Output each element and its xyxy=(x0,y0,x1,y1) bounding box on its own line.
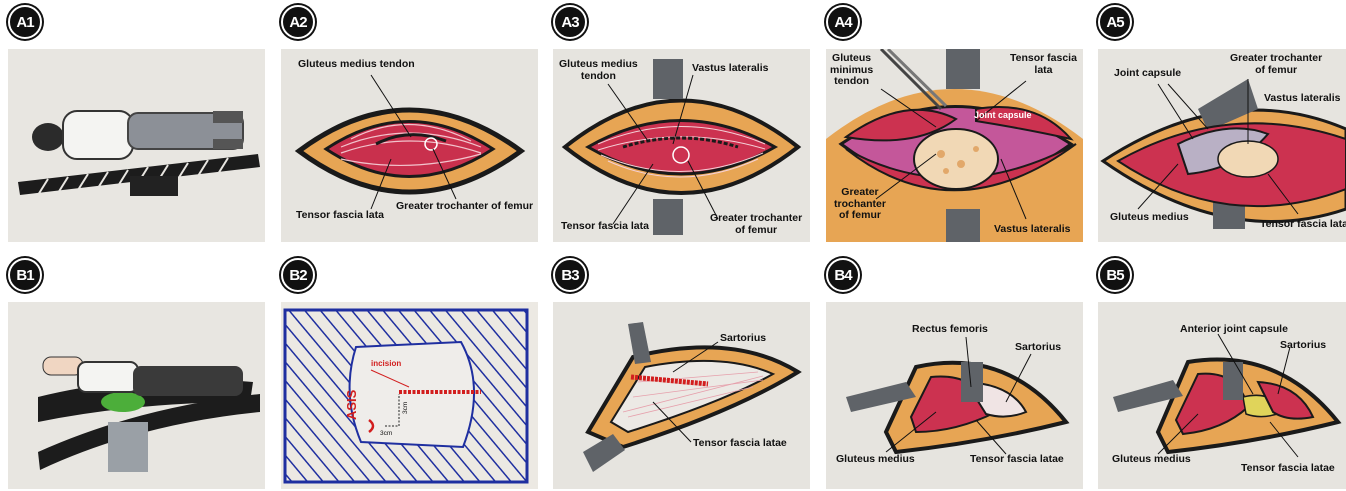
label-gluteus-medius-tendon: Gluteus medius tendon xyxy=(298,59,415,71)
lateral-decubitus-drawing xyxy=(8,49,265,242)
label-line: of femur xyxy=(735,224,777,236)
label-3cm-horizontal: 3cm xyxy=(380,430,392,437)
label-line: tendon xyxy=(581,70,616,82)
label-joint-capsule: Joint capsule xyxy=(1114,68,1181,80)
panel-badge: A3 xyxy=(553,5,587,39)
panel-badge: B3 xyxy=(553,258,587,292)
label-vastus-lateralis: Vastus lateralis xyxy=(692,63,768,75)
label-3cm-vertical: 3cm xyxy=(402,402,409,414)
label-sartorius: Sartorius xyxy=(1280,340,1326,352)
surgical-site-illustration: Gluteus medius tendon Tensor fascia lata… xyxy=(281,49,538,242)
label-asis: ASIS xyxy=(345,390,359,420)
label-joint-capsule: Joint capsule xyxy=(974,111,1032,121)
panel-badge: A4 xyxy=(826,5,860,39)
label-anterior-joint-capsule: Anterior joint capsule xyxy=(1180,324,1288,336)
surgical-drape-illustration: incision ASIS 3cm 3cm xyxy=(281,302,538,489)
label-incision: incision xyxy=(371,360,401,369)
label-tensor-fascia-lata: Tensor fascia lata xyxy=(296,210,384,222)
label-sartorius: Sartorius xyxy=(1015,342,1061,354)
label-line: Tensor fascia xyxy=(1010,52,1077,64)
label-vastus-lateralis: Vastus lateralis xyxy=(1264,93,1340,105)
label-tensor-fascia-lata: Tensor fascia lata xyxy=(1260,219,1346,231)
surgical-site-illustration: Sartorius Tensor fascia latae xyxy=(553,302,810,489)
panel-badge: B1 xyxy=(8,258,42,292)
panel-badge: B5 xyxy=(1098,258,1132,292)
label-line: Greater trochanter xyxy=(710,212,802,224)
label-line: Gluteus xyxy=(832,52,871,64)
label-gluteus-medius: Gluteus medius xyxy=(836,454,915,466)
label-line: Gluteus medius xyxy=(559,58,638,70)
panel-badge: A2 xyxy=(281,5,315,39)
label-line: trochanter xyxy=(834,198,886,210)
label-tensor-fascia-latae: Tensor fascia latae xyxy=(693,438,787,450)
label-line: Greater trochanter xyxy=(1230,52,1322,64)
label-line: of femur xyxy=(1255,64,1297,76)
label-greater-trochanter: Greater trochanter of femur xyxy=(396,201,533,213)
patient-position-illustration xyxy=(8,302,265,489)
label-line: minimus xyxy=(830,64,873,76)
label-sartorius: Sartorius xyxy=(720,333,766,345)
label-vastus-lateralis: Vastus lateralis xyxy=(994,224,1070,236)
label-line: Greater xyxy=(841,186,878,198)
label-tensor-fascia-latae: Tensor fascia latae xyxy=(970,454,1064,466)
label-line: lata xyxy=(1034,64,1052,76)
supine-position-drawing xyxy=(8,302,265,489)
label-tensor-fascia-lata: Tensor fascia lata xyxy=(561,221,649,233)
incision-marking-drawing xyxy=(281,302,538,489)
label-tensor-fascia-latae: Tensor fascia latae xyxy=(1241,463,1335,475)
panel-badge: B2 xyxy=(281,258,315,292)
label-line: of femur xyxy=(839,209,881,221)
panel-badge: B4 xyxy=(826,258,860,292)
patient-position-illustration xyxy=(8,49,265,242)
superficial-exposure-drawing xyxy=(553,302,810,489)
label-gluteus-medius: Gluteus medius xyxy=(1112,454,1191,466)
surgical-site-illustration: Anterior joint capsule Sartorius Gluteus… xyxy=(1098,302,1346,489)
surgical-site-illustration: Rectus femoris Sartorius Gluteus medius … xyxy=(826,302,1083,489)
label-rectus-femoris: Rectus femoris xyxy=(912,324,988,336)
panel-badge: A1 xyxy=(8,5,42,39)
label-gluteus-medius: Gluteus medius xyxy=(1110,212,1189,224)
panel-badge: A5 xyxy=(1098,5,1132,39)
label-line: tendon xyxy=(834,75,869,87)
